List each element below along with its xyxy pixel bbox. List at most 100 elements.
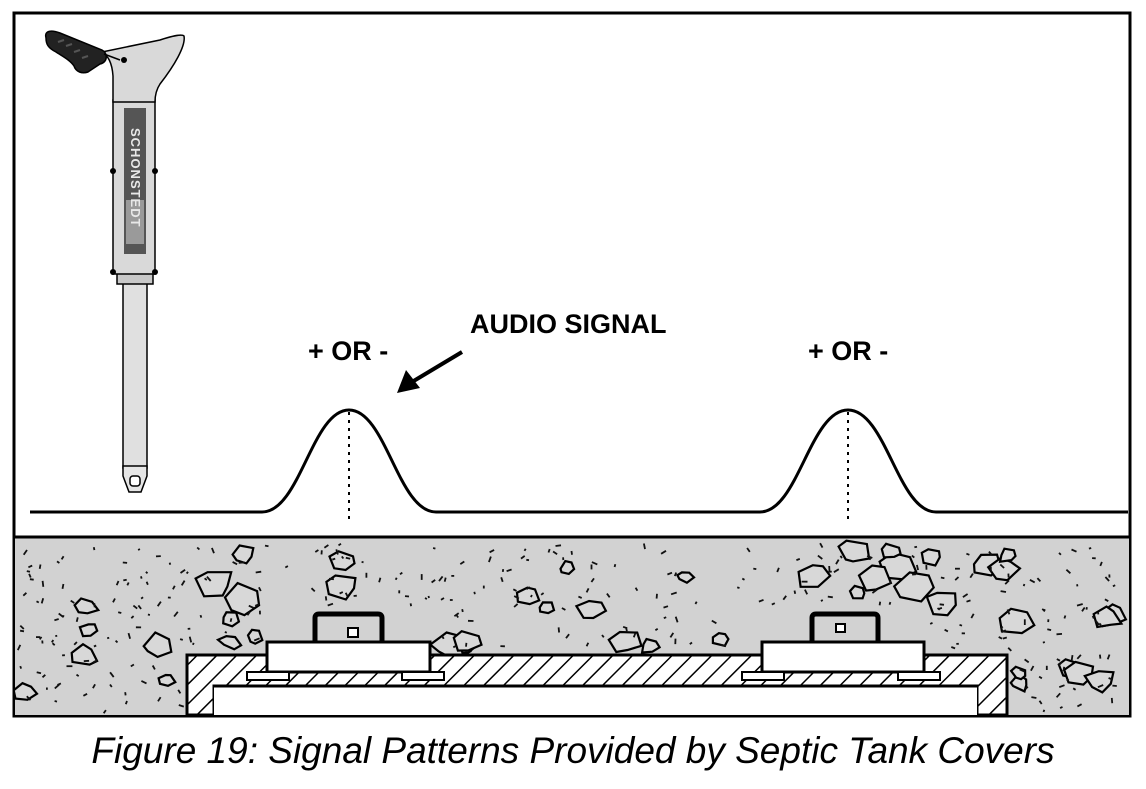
soil-grit xyxy=(211,547,215,554)
soil-grit xyxy=(123,578,127,582)
soil-grit xyxy=(441,635,445,640)
soil-grit xyxy=(1071,548,1077,553)
soil-grit xyxy=(38,564,42,569)
soil-grit xyxy=(51,642,56,646)
soil-grit xyxy=(16,644,22,651)
soil-grit xyxy=(332,557,336,561)
soil-grit xyxy=(670,591,677,596)
soil-grit xyxy=(232,561,238,566)
soil-grit xyxy=(344,592,349,597)
soil-grit xyxy=(1024,658,1030,664)
soil-grit xyxy=(254,603,260,607)
soil-grit xyxy=(736,586,740,589)
soil-grit xyxy=(1104,576,1110,582)
soil-grit xyxy=(746,547,751,553)
soil-grit xyxy=(1043,608,1046,612)
polarity-label-left: + OR - xyxy=(308,336,388,366)
soil-grit xyxy=(179,569,186,574)
soil-grit xyxy=(178,704,185,708)
soil-grit xyxy=(1006,609,1011,615)
soil-grit xyxy=(601,634,605,638)
soil-grit xyxy=(199,614,203,618)
soil-grit xyxy=(819,542,824,549)
soil-grit xyxy=(238,561,245,564)
soil-grit xyxy=(488,556,492,563)
soil-grit xyxy=(565,633,570,639)
soil-grit xyxy=(613,563,617,568)
soil-grit xyxy=(1038,700,1043,705)
signal-trace xyxy=(30,408,1128,514)
soil-grit xyxy=(667,571,673,576)
soil-grit xyxy=(180,580,186,586)
soil-grit xyxy=(339,591,344,595)
soil-grit xyxy=(1104,598,1109,602)
soil-grit xyxy=(526,586,531,590)
soil-grit xyxy=(452,644,457,649)
soil-grit xyxy=(758,599,764,603)
soil-grit xyxy=(720,643,727,648)
soil-grit xyxy=(36,600,40,604)
soil-grit xyxy=(284,565,289,569)
soil-grit xyxy=(323,544,329,549)
soil-grit xyxy=(753,567,757,570)
soil-grit xyxy=(940,576,945,580)
soil-grit xyxy=(1076,603,1083,607)
tank-interior xyxy=(214,686,977,715)
soil-pebble xyxy=(157,673,177,687)
soil-grit xyxy=(660,550,667,555)
locator-brand-text: SCHONSTEDT xyxy=(128,128,143,228)
soil-grit xyxy=(673,572,678,577)
soil-pebble xyxy=(711,632,730,648)
soil-grit xyxy=(776,567,780,573)
soil-grit xyxy=(1095,620,1100,626)
soil-grit xyxy=(82,693,88,697)
soil-grit xyxy=(73,641,78,646)
soil-grit xyxy=(1081,606,1086,612)
soil-grit xyxy=(431,579,436,584)
soil-grit xyxy=(1047,628,1052,631)
soil-grit xyxy=(1065,569,1072,574)
soil-grit xyxy=(75,673,80,677)
soil-grit xyxy=(394,577,398,581)
soil-grit xyxy=(929,621,933,625)
soil-grit xyxy=(590,577,595,583)
cover-handle-left xyxy=(312,611,385,642)
soil-grit xyxy=(56,560,60,564)
soil-grit xyxy=(92,547,96,551)
soil-grit xyxy=(106,636,110,640)
soil-pebble xyxy=(515,586,541,606)
soil-pebble xyxy=(640,637,662,654)
soil-grit xyxy=(1106,654,1111,660)
soil-grit xyxy=(188,636,193,643)
soil-grit xyxy=(1036,577,1042,583)
soil-grit xyxy=(839,555,843,559)
soil-grit xyxy=(22,549,28,556)
soil-grit xyxy=(196,546,201,551)
soil-pebble xyxy=(78,623,99,638)
soil-grit xyxy=(345,556,351,560)
soil-grit xyxy=(827,595,833,599)
soil-grit xyxy=(19,665,22,669)
soil-grit xyxy=(41,674,46,678)
soil-grit xyxy=(835,559,840,565)
soil-grit xyxy=(93,644,97,648)
soil-grit xyxy=(643,543,646,550)
soil-grit xyxy=(29,578,34,581)
soil-grit xyxy=(114,640,119,644)
soil-grit xyxy=(911,554,915,559)
soil-pebble xyxy=(194,571,233,598)
soil-grit xyxy=(1055,692,1061,698)
soil-grit xyxy=(253,637,260,642)
soil-pebble xyxy=(559,559,576,576)
soil-grit xyxy=(399,571,403,576)
soil-grit xyxy=(663,605,669,609)
locator-head xyxy=(100,34,185,103)
soil-grit xyxy=(173,611,179,618)
soil-grit xyxy=(112,598,116,603)
soil-grit xyxy=(204,577,208,581)
soil-grit xyxy=(530,594,533,598)
soil-grit xyxy=(570,550,573,555)
cover-handle-right xyxy=(809,611,881,642)
soil-grit xyxy=(944,628,949,633)
